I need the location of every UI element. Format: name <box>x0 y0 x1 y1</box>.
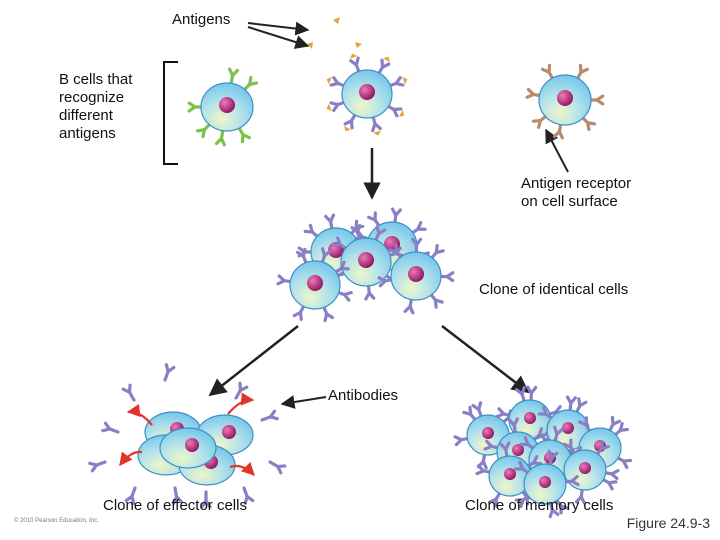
antibody-secretion-arrow <box>126 403 153 426</box>
memory-cell <box>514 449 580 519</box>
figure-number: Figure 24.9-3 <box>626 515 710 531</box>
cell-nucleus <box>557 90 573 106</box>
antigen-receptor <box>195 121 213 139</box>
antibody <box>260 409 279 422</box>
antibody <box>172 486 184 505</box>
antigen-receptor <box>376 56 391 77</box>
memory-cells-label: Clone of memory cells <box>465 497 614 514</box>
cell-nucleus <box>222 425 236 439</box>
antibody <box>101 421 120 434</box>
cell-nucleus <box>482 427 494 439</box>
cell-nucleus <box>539 476 551 488</box>
antibodies-pointer-arrow <box>280 395 327 409</box>
antibodies-group <box>88 363 287 509</box>
b-cell-green-receptors <box>187 67 259 147</box>
antigen-receptor <box>236 125 251 144</box>
clone-identical-label: Clone of identical cells <box>479 281 629 298</box>
antibody-secretion-arrow <box>227 392 255 415</box>
antigens-label: Antigens <box>172 11 231 28</box>
cell-nucleus <box>359 84 375 100</box>
b-cells-label: B cells that recognize different antigen… <box>59 71 133 142</box>
antibody <box>121 383 136 402</box>
antigen-receptor <box>349 53 362 75</box>
antigen-receptor <box>384 103 405 118</box>
antigen-receptor <box>214 128 226 147</box>
antibody <box>88 460 107 473</box>
antigens-pointer-arrow-2 <box>247 26 310 49</box>
arrow-to-effector <box>208 325 299 397</box>
cell-nucleus <box>579 462 591 474</box>
antibody <box>163 363 176 382</box>
copyright-notice: © 2010 Pearson Education, Inc. <box>14 518 99 524</box>
cell-nucleus <box>358 252 374 268</box>
cell-nucleus <box>307 275 323 291</box>
cell-nucleus <box>219 97 235 113</box>
effector-cell <box>159 427 217 469</box>
memory-cell <box>550 438 620 505</box>
antigen-particles <box>307 17 362 49</box>
clone-cell <box>377 237 455 315</box>
cell-nucleus <box>512 444 524 456</box>
cell-nucleus <box>408 266 424 282</box>
clone-of-effector-cells <box>119 392 255 486</box>
antibody <box>200 490 212 509</box>
cell-nucleus <box>562 422 574 434</box>
clone-cell <box>276 247 353 323</box>
receptor-pointer-arrow <box>545 128 569 173</box>
antibody <box>242 486 255 505</box>
antigen-receptor <box>371 113 382 136</box>
clone-of-memory-cells <box>453 385 633 519</box>
antibody <box>268 460 287 475</box>
antibody <box>234 381 249 400</box>
cell-nucleus <box>524 412 536 424</box>
antigen-receptor-label: Antigen receptor on cell surface <box>521 175 632 210</box>
antibody-secretion-arrow <box>119 450 143 467</box>
antibody <box>124 486 137 505</box>
antigen-receptor <box>241 75 259 93</box>
antigens-pointer-arrow <box>247 21 310 36</box>
cell-nucleus <box>185 438 199 452</box>
b-cells-bracket <box>163 61 178 165</box>
clone-of-identical-cells <box>276 207 455 323</box>
b-cell-purple-receptors <box>326 53 408 136</box>
cell-nucleus <box>504 468 516 480</box>
antibody-secretion-arrow <box>229 461 255 476</box>
antigen-receptor <box>343 111 358 132</box>
antigen-receptor <box>228 67 240 86</box>
arrow-to-memory <box>441 325 530 394</box>
antibodies-label: Antibodies <box>328 387 399 404</box>
effector-cells-label: Clone of effector cells <box>103 497 247 514</box>
b-cell-tan-receptors <box>525 63 605 140</box>
